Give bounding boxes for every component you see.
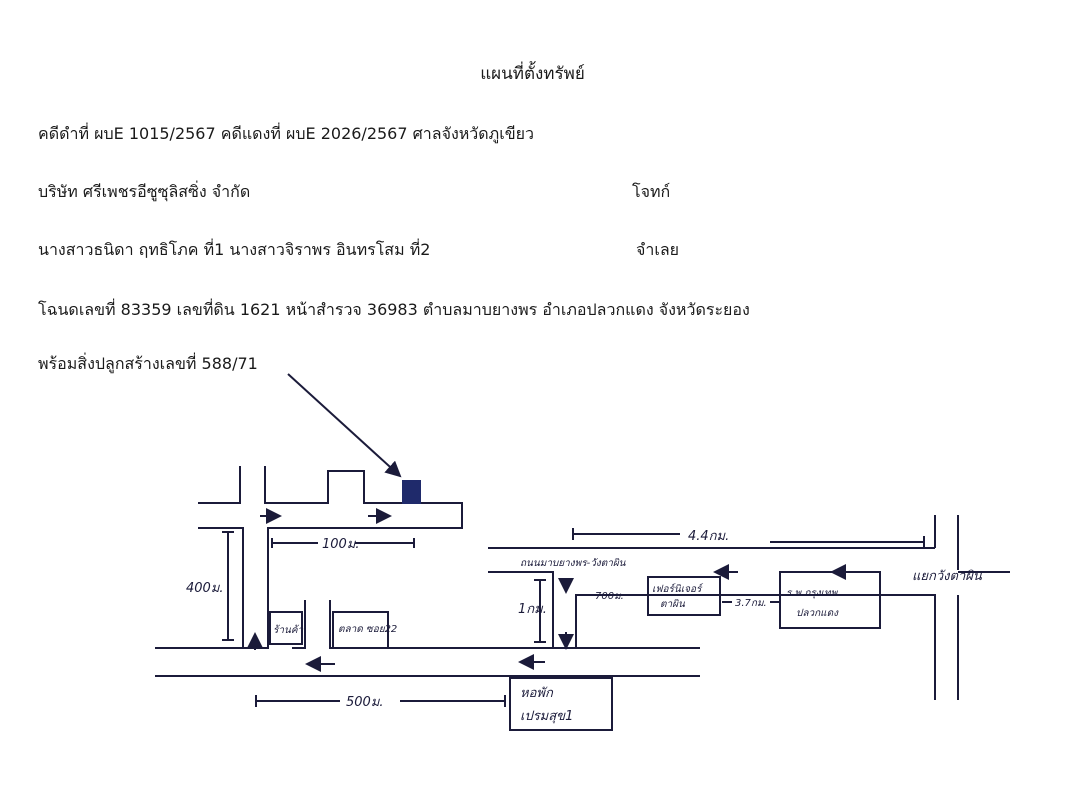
target-house	[402, 480, 421, 504]
label-3-7km: 3.7กม.	[735, 598, 767, 609]
dorm-label-b: เปรมสุข1	[520, 709, 573, 724]
place2-label-a: ร.พ.กรุงเทพ	[786, 588, 839, 599]
dorm-label-a: หอพัก	[520, 686, 554, 701]
shop-box	[269, 611, 303, 645]
label-100m: 100ม.	[322, 537, 360, 552]
document-title: แผนที่ตั้งทรัพย์	[480, 64, 585, 84]
label-500m: 500ม.	[346, 695, 384, 710]
pointer-arrow	[287, 373, 402, 478]
case-line: คดีดำที่ ผบE 1015/2567 คดีแดงที่ ผบE 202…	[38, 124, 534, 143]
label-4-4km: 4.4กม.	[688, 529, 729, 544]
road-edge	[198, 466, 241, 504]
place1-label-a: เฟอร์นิเจอร์	[652, 583, 703, 595]
place2-label-b: ปลวกแดง	[796, 608, 839, 619]
defendant-names: นางสาวธนิดา ฤทธิโภค ที่1 นางสาวจิราพร อิ…	[38, 240, 431, 259]
dorm-box	[509, 677, 613, 731]
plaintiff-name: บริษัท ศรีเพชรอีซูซุลิสซิ่ง จำกัด	[38, 182, 251, 201]
defendant-role: จำเลย	[636, 240, 680, 259]
junction-label: แยกวังตาผิน	[912, 569, 983, 584]
road-edge	[243, 466, 463, 649]
road-edge	[575, 594, 936, 700]
market-box	[332, 611, 389, 649]
hospital-box	[779, 571, 881, 629]
road-edge	[488, 571, 554, 648]
road-edge	[292, 600, 306, 649]
road-name-label: ถนนมาบยางพร-วังตาผิน	[520, 557, 627, 569]
label-400m: 400ม.	[186, 581, 224, 596]
label-1km: 1กม.	[518, 602, 547, 617]
label-700m: 700ม.	[595, 591, 624, 602]
road-edge	[155, 527, 244, 649]
market-label: ตลาด ซอย22	[338, 624, 397, 635]
building-line: พร้อมสิ่งปลูกสร้างเลขที่ 588/71	[38, 354, 258, 373]
deed-line: โฉนดเลขที่ 83359 เลขที่ดิน 1621 หน้าสำรว…	[38, 300, 750, 319]
place1-label-b: ตาผิน	[660, 598, 686, 610]
shop-label: ร้านค้า	[273, 624, 304, 636]
furniture-box	[647, 576, 721, 616]
plaintiff-role: โจทก์	[632, 182, 671, 201]
